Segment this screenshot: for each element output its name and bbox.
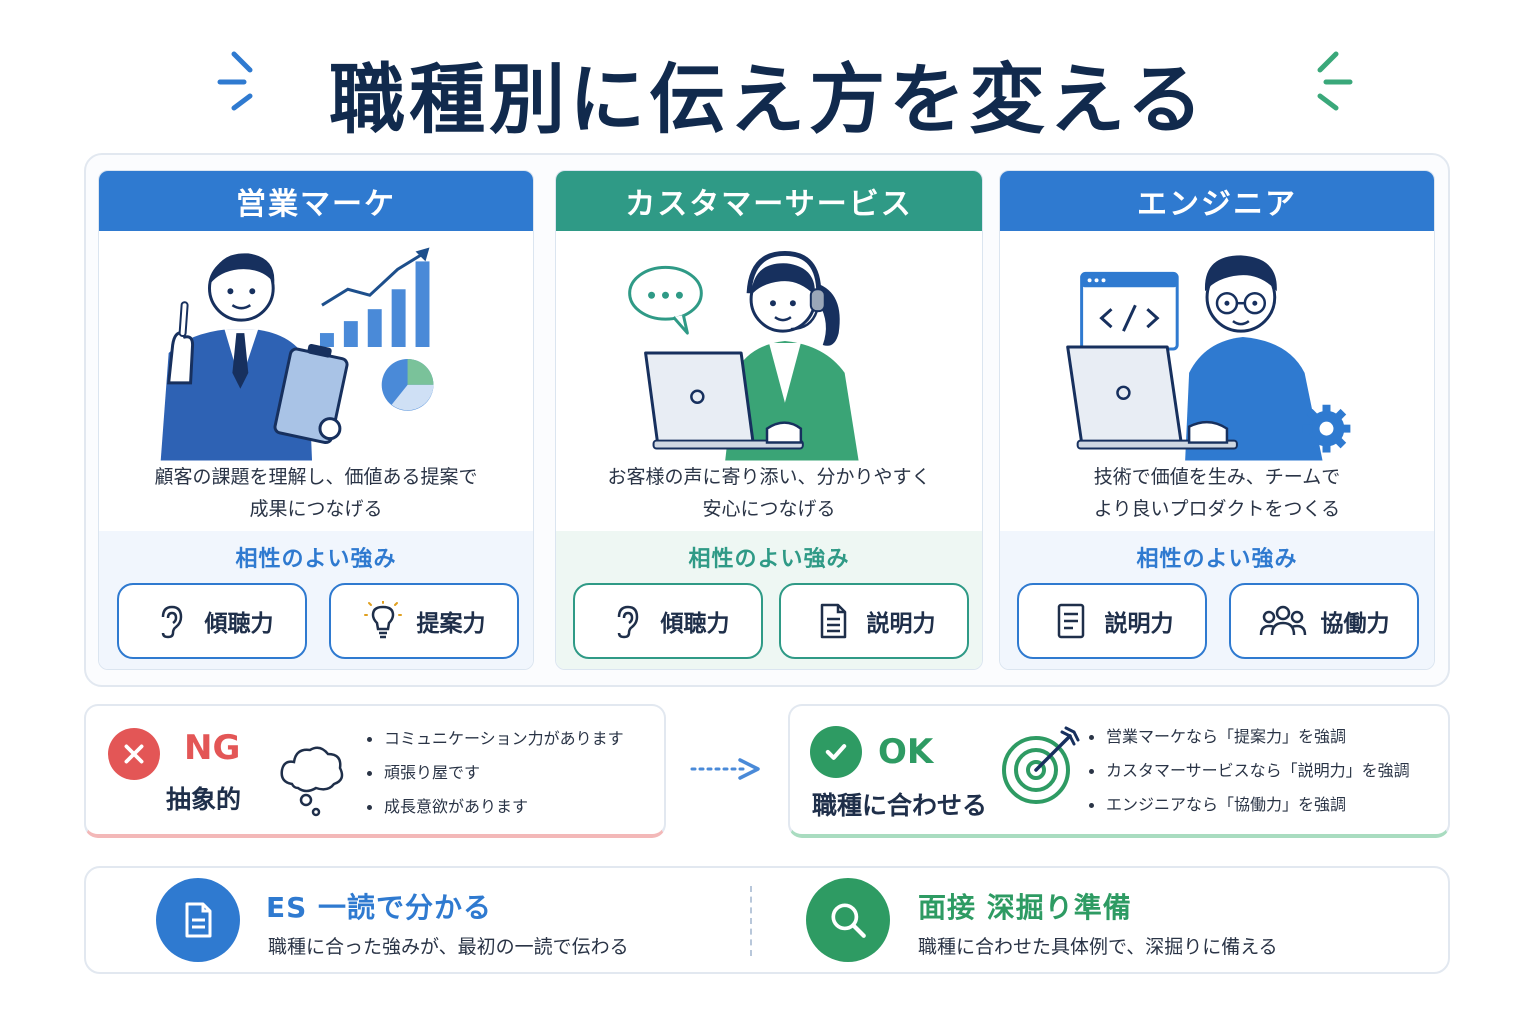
ng-item: 成長意欲があります: [364, 790, 624, 824]
interview-desc: 職種に合わせた具体例で、深掘りに備える: [918, 936, 1278, 958]
engineer-illustration: [1066, 255, 1351, 461]
page-title: 職種別に伝え方を変える: [329, 55, 1207, 144]
role-desc-line: 顧客の課題を理解し、価値ある提案で: [154, 466, 478, 488]
team-icon: [1259, 605, 1306, 636]
strengths-title: 相性のよい強み: [1136, 547, 1298, 572]
role-title-sales: 営業マーケ: [99, 171, 533, 231]
sparkle-right-icon: [1317, 51, 1353, 111]
strengths-title: 相性のよい強み: [688, 547, 850, 572]
document-icon: [820, 603, 846, 639]
ng-item: コミュニケーション力があります: [364, 722, 624, 756]
role-card-sales: 営業マーケ 顧客の課題を理解し、価値ある提案: [98, 170, 534, 670]
role-desc-line: 安心につなげる: [702, 498, 836, 520]
role-desc-line: 技術で価値を生み、チームで: [1093, 466, 1341, 488]
document-icon: [1057, 603, 1084, 639]
strength-chip: 傾聴力: [117, 583, 307, 659]
interview-badge: [806, 878, 890, 962]
ok-item: 営業マーケなら「提案力」を強調: [1086, 720, 1410, 754]
role-title-engineer: エンジニア: [1000, 171, 1434, 231]
ng-badge: [108, 728, 160, 780]
arrow-right-icon: [690, 758, 760, 780]
salesperson-illustration: [160, 247, 434, 461]
ng-subtitle: 抽象的: [166, 785, 242, 814]
es-title: ES 一読で分かる: [266, 891, 493, 924]
ok-item: エンジニアなら「協働力」を強調: [1086, 788, 1410, 822]
benefits-panel: ES 一読で分かる 職種に合った強みが、最初の一読で伝わる 面接 深掘り準備 職…: [84, 866, 1450, 974]
strengths-title: 相性のよい強み: [235, 547, 397, 572]
es-desc: 職種に合った強みが、最初の一読で伝わる: [268, 936, 629, 958]
strength-label: 傾聴力: [204, 611, 274, 637]
ok-item: カスタマーサービスなら「説明力」を強調: [1086, 754, 1410, 788]
lightbulb-icon: [363, 601, 402, 639]
divider: [750, 886, 752, 956]
role-card-engineer: エンジニア: [999, 170, 1435, 670]
strength-label: 提案力: [416, 611, 486, 637]
thought-cloud-icon: [280, 746, 344, 817]
interview-title: 面接 深掘り準備: [918, 891, 1132, 924]
check-icon: [825, 744, 847, 760]
ok-badge: [810, 726, 862, 778]
ok-label: OK: [878, 732, 934, 772]
search-icon: [831, 903, 866, 938]
ok-list: 営業マーケなら「提案力」を強調 カスタマーサービスなら「説明力」を強調 エンジニ…: [1086, 720, 1410, 822]
ng-label: NG: [184, 728, 241, 768]
ok-subtitle: 職種に合わせる: [812, 791, 988, 820]
ng-item: 頑張り屋です: [364, 756, 624, 790]
ear-icon: [161, 605, 182, 639]
ng-panel: NG 抽象的 コミュニケーション力があります 頑張り屋です 成長意欲があります: [84, 704, 666, 838]
close-icon: [124, 744, 144, 764]
sparkle-left-icon: [217, 51, 253, 111]
role-desc-line: 成果につなげる: [249, 498, 383, 520]
strength-chip: 提案力: [329, 583, 519, 659]
role-title-customer-service: カスタマーサービス: [556, 171, 982, 231]
ear-icon: [617, 605, 638, 639]
strengths-panel: 相性のよい強み 傾聴力 説明力: [556, 531, 982, 669]
strengths-panel: 相性のよい強み 説明力 協働力: [1000, 531, 1434, 669]
strength-chip: 説明力: [1017, 583, 1207, 659]
strength-label: 説明力: [1104, 611, 1174, 637]
support-agent-illustration: [628, 250, 859, 461]
role-desc-line: お客様の声に寄り添い、分かりやすく: [607, 466, 931, 488]
strength-label: 説明力: [866, 611, 936, 637]
strength-chip: 傾聴力: [573, 583, 763, 659]
ng-list: コミュニケーション力があります 頑張り屋です 成長意欲があります: [364, 722, 624, 824]
target-icon: [1002, 726, 1080, 804]
role-desc-line: より良いプロダクトをつくる: [1093, 498, 1341, 520]
strength-chip: 説明力: [779, 583, 969, 659]
strength-label: 協働力: [1320, 611, 1390, 637]
strength-label: 傾聴力: [660, 611, 730, 637]
document-icon: [185, 902, 212, 938]
role-card-customer-service: カスタマーサービス お客様の声に寄り添い、分かりやすく 安心につなげる 相性のよ…: [555, 170, 983, 670]
strengths-panel: 相性のよい強み 傾聴力 提案力: [99, 531, 533, 669]
es-badge: [156, 878, 240, 962]
ok-panel: OK 職種に合わせる 営業マーケなら「提案力」を強調 カスタマーサービスなら「説…: [788, 704, 1450, 838]
strength-chip: 協働力: [1229, 583, 1419, 659]
